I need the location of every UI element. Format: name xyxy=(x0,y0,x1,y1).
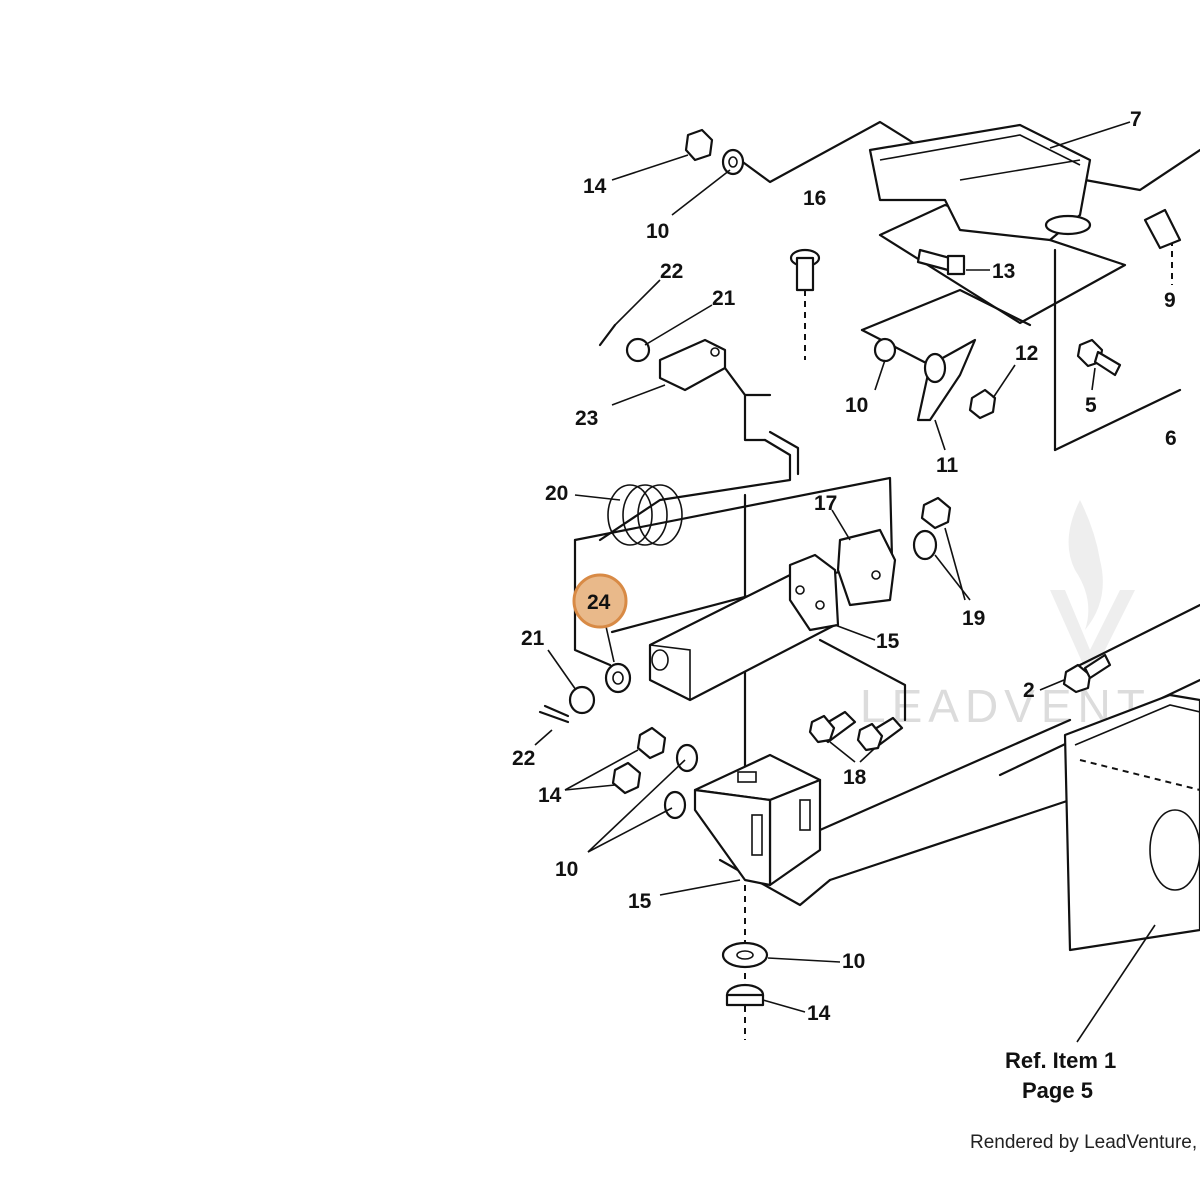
callout-11: 11 xyxy=(936,454,959,477)
callout-6: 6 xyxy=(1165,427,1177,450)
part-5-bolt xyxy=(1076,338,1122,377)
callout-15: 15 xyxy=(628,890,652,913)
part-10-washers-lower xyxy=(663,743,699,820)
part-17-bracket xyxy=(836,528,897,607)
part-2-bolt xyxy=(1062,653,1112,694)
part-14-nut-bottom xyxy=(725,983,765,1007)
callout-labels: 7 14 10 16 13 9 22 21 23 12 10 11 5 6 20… xyxy=(512,108,1177,1025)
part-10-washer-bottom xyxy=(721,941,769,969)
callout-15: 15 xyxy=(876,630,900,653)
callout-10: 10 xyxy=(646,220,669,243)
callout-2: 2 xyxy=(1023,679,1035,702)
part-10-washer-top xyxy=(721,148,745,176)
leader-lines xyxy=(534,121,1156,1043)
callout-24[interactable]: 24 xyxy=(587,591,611,614)
watermark-logo-icon xyxy=(1050,500,1135,680)
callout-21: 21 xyxy=(712,287,736,310)
ref-item-1-housing xyxy=(1063,693,1200,952)
reference-line-2: Page 5 xyxy=(1022,1078,1093,1103)
part-18-bolts xyxy=(808,710,904,752)
callout-12: 12 xyxy=(1015,342,1038,365)
part-21-washer-lower xyxy=(568,685,596,715)
callout-9: 9 xyxy=(1164,289,1176,312)
callout-17: 17 xyxy=(814,492,837,515)
part-7-pedal-cover xyxy=(868,123,1092,242)
callout-10: 10 xyxy=(845,394,868,417)
callout-10: 10 xyxy=(842,950,865,973)
callout-14: 14 xyxy=(583,175,607,198)
callout-7: 7 xyxy=(1130,108,1142,131)
part-19-nuts xyxy=(912,496,952,561)
callout-14: 14 xyxy=(807,1002,831,1025)
callout-10: 10 xyxy=(555,858,578,881)
callout-19: 19 xyxy=(962,607,985,630)
callout-22: 22 xyxy=(660,260,683,283)
render-credit: Rendered by LeadVenture, In xyxy=(970,1132,1200,1153)
part-15-mount-bracket xyxy=(693,753,822,887)
part-16-pin xyxy=(789,248,821,292)
callout-24-highlight[interactable] xyxy=(572,573,628,629)
callout-13: 13 xyxy=(992,260,1015,283)
part-23-block xyxy=(658,338,727,392)
callout-21: 21 xyxy=(521,627,545,650)
part-24-washer xyxy=(604,662,632,694)
part-22-cotter-pin-upper xyxy=(598,323,617,347)
reference-line-1: Ref. Item 1 xyxy=(1005,1048,1116,1073)
part-15-pivot-bracket xyxy=(648,553,840,702)
callout-20: 20 xyxy=(545,482,568,505)
part-13-bolt xyxy=(916,248,966,276)
part-14-nut-top xyxy=(684,128,714,162)
part-21-washer-upper xyxy=(625,337,651,363)
callout-14: 14 xyxy=(538,784,562,807)
callout-23: 23 xyxy=(575,407,598,430)
callout-22: 22 xyxy=(512,747,535,770)
part-9-bolt xyxy=(1143,208,1182,250)
callout-5: 5 xyxy=(1085,394,1097,417)
callout-16: 16 xyxy=(803,187,826,210)
callout-18: 18 xyxy=(843,766,867,789)
part-20-spring xyxy=(598,366,800,546)
part-22-cotter-pin-lower xyxy=(538,704,570,724)
part-14-nuts-lower xyxy=(611,726,667,795)
part-10-washer-mid xyxy=(873,337,897,363)
part-12-nut xyxy=(968,388,997,420)
part-11-lever xyxy=(916,338,977,422)
